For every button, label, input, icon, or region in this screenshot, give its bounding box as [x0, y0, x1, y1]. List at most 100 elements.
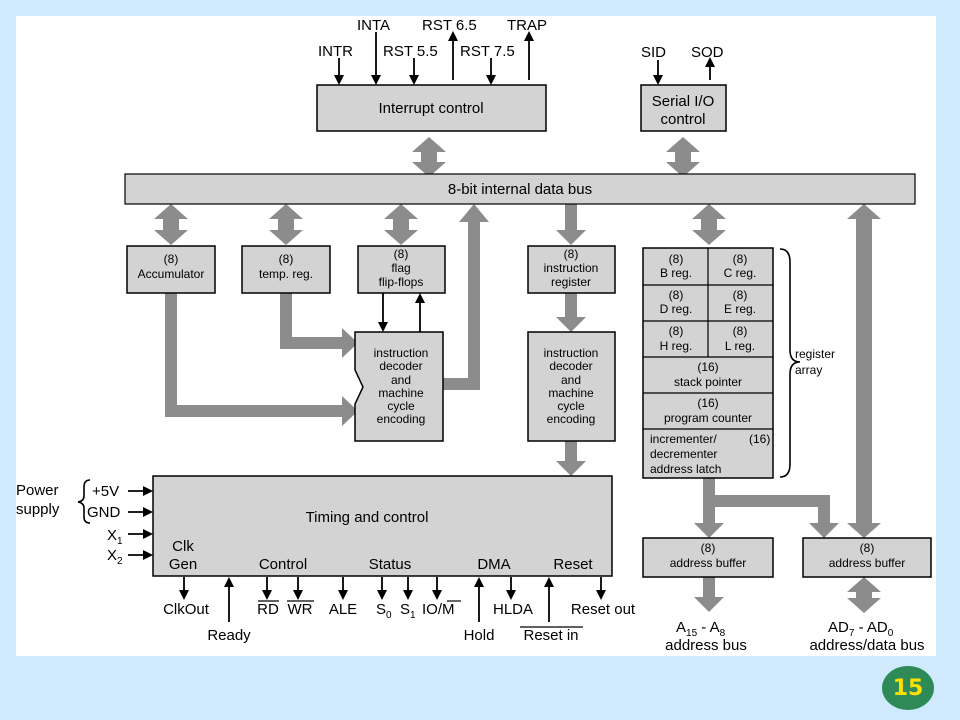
sod-label: SOD [691, 44, 724, 61]
inc-label-3: address latch [650, 462, 721, 476]
interrupt-control-label: Interrupt control [378, 100, 483, 117]
bus-to-ir-arrow [556, 204, 586, 245]
accumulator-label: Accumulator [138, 267, 205, 281]
data-bus-label: 8-bit internal data bus [448, 181, 592, 198]
temp-reg-label: temp. reg. [259, 267, 313, 281]
addrbuf-right-label: address buffer [829, 556, 906, 570]
flag-size: (8) [394, 247, 409, 261]
rst55-label: RST 5.5 [383, 43, 438, 60]
wr-label: WR [288, 601, 313, 618]
decoder-text-6: encoding [547, 412, 596, 426]
addr-bus-left-title: A15 - A8 [676, 619, 726, 639]
internal-data-bus [124, 173, 916, 205]
decoder-text-2: decoder [549, 359, 592, 373]
serial-bus-arrow [666, 137, 700, 177]
serial-label-1: Serial I/O [652, 93, 715, 110]
address-buffer-right [802, 537, 932, 578]
flag-label-2: flip-flops [379, 275, 424, 289]
register-array-label-1: register [795, 347, 835, 361]
pc-label: program counter [664, 411, 752, 425]
power-brace [77, 479, 91, 524]
hold-label: Hold [464, 627, 495, 644]
ale-label: ALE [329, 601, 357, 618]
accumulator-block [126, 245, 216, 294]
cpu-block-diagram: INTR INTA RST 5.5 RST 6.5 RST 7.5 TRAP S… [16, 17, 932, 654]
instruction-decoder-block [527, 331, 616, 442]
sp-label: stack pointer [674, 375, 742, 389]
clkout-label: ClkOut [163, 601, 210, 618]
interrupt-bus-arrow [412, 137, 446, 177]
plus5v-label: +5V [92, 483, 119, 500]
iom-label: IO/M [422, 601, 455, 618]
register-array-brace [779, 248, 801, 478]
regarray-to-addrbuf-arrow [694, 478, 724, 538]
sp-size: (16) [697, 360, 718, 374]
intr-label: INTR [318, 43, 353, 60]
addrbuf-left-size: (8) [701, 541, 716, 555]
status-label: Status [369, 556, 412, 573]
timing-control-block [152, 475, 613, 577]
alu-text-4: machine [378, 386, 424, 400]
diagram-panel: INTR INTA RST 5.5 RST 6.5 RST 7.5 TRAP S… [16, 16, 936, 656]
ir-label-2: register [551, 275, 591, 289]
b-reg-label: B reg. [660, 266, 692, 280]
alu-decoder-block [354, 331, 444, 442]
flag-block [357, 245, 446, 294]
page-number-badge: 15 [882, 666, 934, 710]
register-array [642, 247, 774, 479]
clk-label: Clk [172, 538, 194, 555]
d-reg-label: D reg. [660, 302, 693, 316]
accumulator-size: (8) [164, 252, 179, 266]
timing-title: Timing and control [306, 509, 429, 526]
alu-text-2: decoder [379, 359, 422, 373]
e-reg-size: (8) [733, 288, 748, 302]
ir-to-decoder-arrow [556, 292, 586, 332]
c-reg-size: (8) [733, 252, 748, 266]
x1-label: X1 [107, 527, 123, 547]
addrbuf-right-size: (8) [860, 541, 875, 555]
x2-label: X2 [107, 547, 123, 567]
reset-label: Reset [553, 556, 593, 573]
s1-label: S1 [400, 601, 416, 621]
inc-size: (16) [749, 432, 770, 446]
temp-reg-size: (8) [279, 252, 294, 266]
acc-to-alu-arrow [165, 293, 358, 426]
address-buffer-left [642, 537, 774, 578]
bus-databuf-arrow [847, 204, 881, 538]
signal-lines [128, 31, 715, 622]
control-label: Control [259, 556, 307, 573]
sid-label: SID [641, 44, 666, 61]
rst65-label: RST 6.5 [422, 17, 477, 34]
temp-to-alu-arrow [280, 293, 358, 358]
serial-io-block [640, 84, 727, 132]
gnd-label: GND [87, 504, 121, 521]
alu-text-5: cycle [387, 399, 415, 413]
addr-bus-right-label: address/data bus [809, 637, 924, 654]
power-label-1: Power [16, 482, 59, 499]
databuf-out-arrow [847, 577, 881, 613]
decoder-text-4: machine [548, 386, 594, 400]
ir-size: (8) [564, 247, 579, 261]
rd-label: RD [257, 601, 279, 618]
dma-label: DMA [477, 556, 510, 573]
reset-out-label: Reset out [571, 601, 636, 618]
trap-label: TRAP [507, 17, 547, 34]
interrupt-control-block [316, 84, 547, 132]
decoder-text-1: instruction [544, 346, 599, 360]
addr-bus-right-title: AD7 - AD0 [828, 619, 894, 639]
s0-label: S0 [376, 601, 392, 621]
ready-label: Ready [207, 627, 251, 644]
b-reg-size: (8) [669, 252, 684, 266]
l-reg-label: L reg. [725, 339, 755, 353]
hlda-label: HLDA [493, 601, 533, 618]
addrbuf-out-arrow [694, 577, 724, 612]
decoder-to-timing-arrow [556, 441, 586, 476]
decoder-text-5: cycle [557, 399, 585, 413]
regarray-to-databuf-arrow [715, 495, 839, 538]
serial-label-2: control [660, 111, 705, 128]
alu-text-6: encoding [377, 412, 426, 426]
flag-bus-arrow [384, 204, 418, 245]
c-reg-label: C reg. [724, 266, 757, 280]
addrbuf-left-label: address buffer [670, 556, 747, 570]
addr-bus-left-label: address bus [665, 637, 747, 654]
